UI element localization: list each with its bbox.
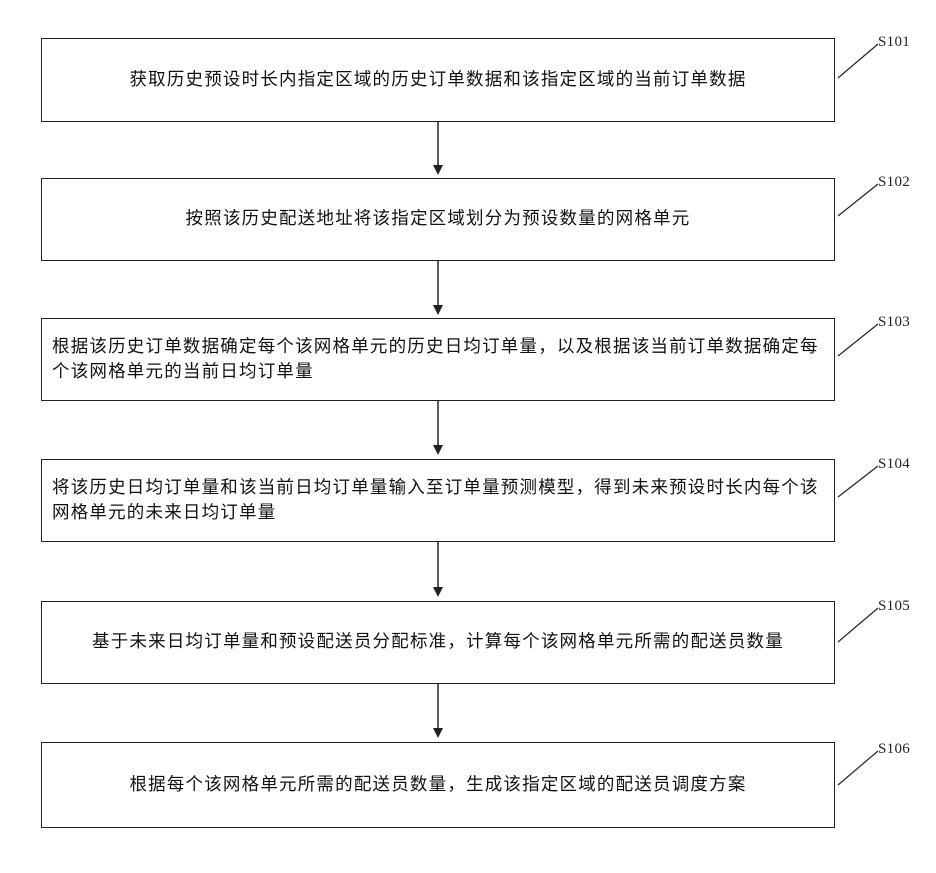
leader-s102 bbox=[838, 184, 878, 216]
step-label-s106: S106 bbox=[878, 741, 910, 758]
step-text-s106: 根据每个该网格单元所需的配送员数量，生成该指定区域的配送员调度方案 bbox=[119, 773, 756, 798]
step-box-s106: 根据每个该网格单元所需的配送员数量，生成该指定区域的配送员调度方案 bbox=[41, 742, 835, 828]
leader-s103 bbox=[838, 324, 878, 356]
step-label-s105: S105 bbox=[878, 598, 910, 615]
step-text-s102: 按照该历史配送地址将该指定区域划分为预设数量的网格单元 bbox=[176, 207, 701, 232]
step-text-s103: 根据该历史订单数据确定每个该网格单元的历史日均订单量，以及根据该当前订单数据确定… bbox=[42, 335, 834, 385]
step-box-s105: 基于未来日均订单量和预设配送员分配标准，计算每个该网格单元所需的配送员数量 bbox=[41, 601, 835, 684]
step-box-s101: 获取历史预设时长内指定区域的历史订单数据和该指定区域的当前订单数据 bbox=[41, 38, 835, 122]
step-label-s104: S104 bbox=[878, 456, 910, 473]
step-box-s103: 根据该历史订单数据确定每个该网格单元的历史日均订单量，以及根据该当前订单数据确定… bbox=[41, 318, 835, 401]
step-text-s101: 获取历史预设时长内指定区域的历史订单数据和该指定区域的当前订单数据 bbox=[119, 68, 756, 93]
leader-s106 bbox=[838, 751, 878, 785]
step-text-s104: 将该历史日均订单量和该当前日均订单量输入至订单量预测模型，得到未来预设时长内每个… bbox=[42, 476, 834, 526]
step-box-s102: 按照该历史配送地址将该指定区域划分为预设数量的网格单元 bbox=[41, 178, 835, 261]
leader-s101 bbox=[838, 44, 878, 78]
step-label-s101: S101 bbox=[878, 34, 910, 51]
leader-s105 bbox=[838, 608, 878, 642]
step-box-s104: 将该历史日均订单量和该当前日均订单量输入至订单量预测模型，得到未来预设时长内每个… bbox=[41, 459, 835, 542]
leader-s104 bbox=[838, 466, 878, 497]
step-label-s103: S103 bbox=[878, 314, 910, 331]
step-label-s102: S102 bbox=[878, 174, 910, 191]
step-text-s105: 基于未来日均订单量和预设配送员分配标准，计算每个该网格单元所需的配送员数量 bbox=[82, 630, 794, 655]
